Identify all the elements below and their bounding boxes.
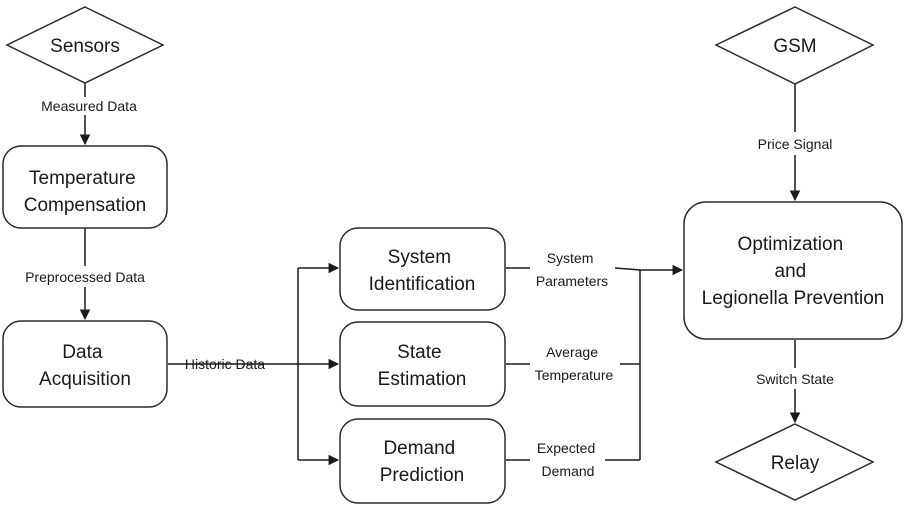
node-system-identification: System Identification [339, 227, 506, 311]
node-sensors-label: Sensors [50, 36, 120, 57]
label-historic-data: Historic Data [185, 356, 265, 372]
edge-parameters-to-merge [614, 267, 641, 271]
node-data-acquisition-label: Data Acquisition [39, 342, 131, 390]
node-relay: Relay [714, 423, 875, 501]
node-sensors: Sensors [5, 6, 165, 84]
node-gsm-label: GSM [773, 36, 816, 57]
node-system-identification-label: System Identification [369, 247, 476, 295]
node-gsm: GSM [714, 6, 875, 85]
node-demand-prediction: Demand Prediction [339, 418, 506, 504]
node-optimization-label: Optimization and Legionella Prevention [702, 234, 885, 309]
edge-labels: Measured Data Preprocessed Data Historic… [25, 98, 834, 479]
label-measured-data: Measured Data [41, 98, 137, 114]
node-state-estimation: State Estimation [339, 321, 506, 407]
node-state-estimation-label: State Estimation [378, 342, 467, 390]
label-preprocessed-data: Preprocessed Data [25, 269, 145, 285]
node-demand-prediction-label: Demand Prediction [380, 438, 465, 486]
node-temperature-compensation: Temperature Compensation [2, 145, 168, 229]
node-data-acquisition: Data Acquisition [2, 320, 168, 408]
node-optimization: Optimization and Legionella Prevention [683, 201, 903, 340]
label-system-parameters: System Parameters [536, 250, 608, 289]
label-switch-state: Switch State [756, 371, 834, 387]
label-price-signal: Price Signal [758, 136, 833, 152]
label-average-temperature: Average Temperature [535, 344, 614, 383]
connectors [79, 82, 801, 466]
label-expected-demand: Expected Demand [537, 440, 599, 479]
node-relay-label: Relay [771, 453, 820, 474]
node-temperature-compensation-label: Temperature Compensation [24, 168, 147, 216]
